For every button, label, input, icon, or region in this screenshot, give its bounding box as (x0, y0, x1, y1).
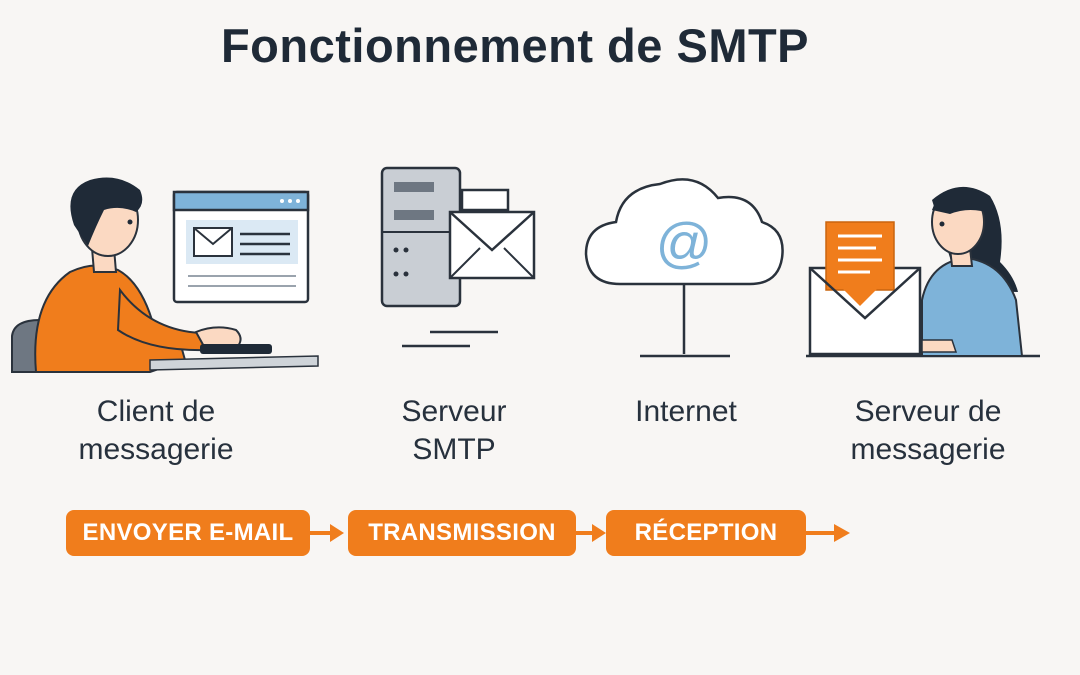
client-illustration (11, 177, 319, 373)
station-label-smtp-server: Serveur SMTP (401, 395, 507, 466)
step-send-email: ENVOYER E-MAIL (66, 510, 310, 556)
station-label-mail-server: Serveur de messagerie (850, 395, 1006, 466)
internet-cloud-illustration: @ (584, 178, 784, 358)
arrow-icon (310, 524, 344, 542)
step-transmission: TRANSMISSION (348, 510, 576, 556)
step-reception: RÉCEPTION (606, 510, 806, 556)
station-label-client: Client de messagerie (78, 395, 234, 466)
station-label-internet: Internet (635, 395, 737, 428)
at-symbol-icon: @ (656, 211, 713, 274)
smtp-server-illustration (380, 166, 536, 348)
arrow-icon (574, 524, 606, 542)
flow-arrows (310, 524, 850, 542)
arrow-icon (806, 524, 850, 542)
mail-server-illustration (806, 186, 1040, 358)
diagram-title: Fonctionnement de SMTP (220, 19, 810, 72)
